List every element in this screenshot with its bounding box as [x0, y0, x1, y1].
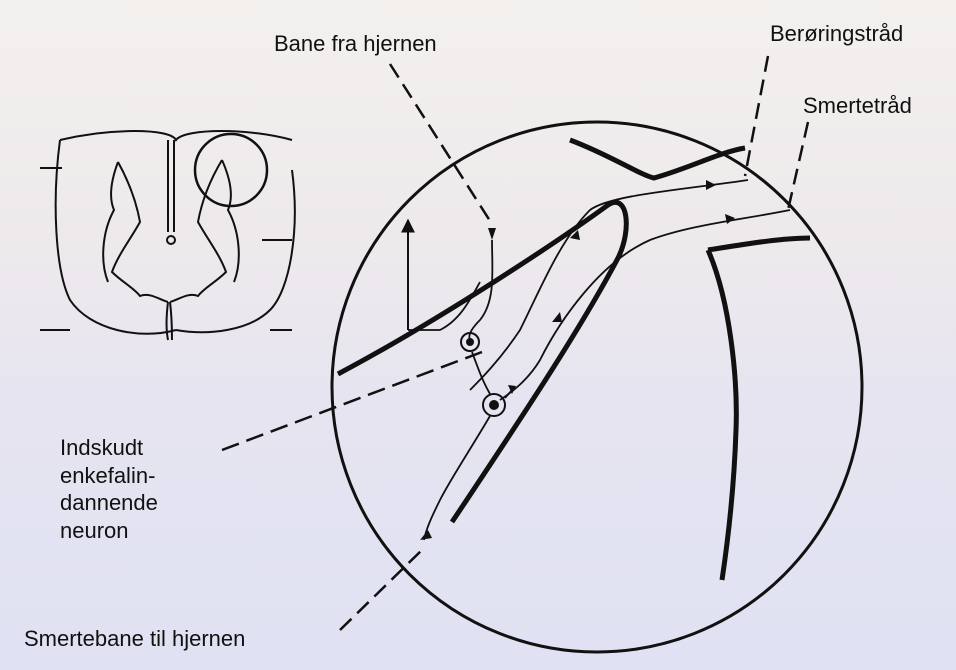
magnified-circle — [332, 122, 862, 652]
leader-bane-fra-hjernen — [390, 64, 492, 224]
grey-matter-boundary-right — [708, 238, 810, 580]
cord-outline — [60, 131, 292, 140]
label-smertetraad: Smertetråd — [803, 92, 912, 120]
label-indskudt-line-2: enkefalin- — [60, 462, 230, 490]
leader-beroringstraad — [745, 56, 768, 176]
grey-matter — [103, 162, 168, 302]
leader-smertebane — [340, 548, 424, 630]
grey-matter-boundary-top — [570, 140, 745, 178]
label-smertebane-til-hjernen: Smertebane til hjernen — [24, 625, 245, 653]
enkephalin-interneuron-lower — [483, 394, 505, 416]
label-indskudt-neuron: Indskudt enkefalin- dannende neuron — [60, 434, 230, 544]
spinal-cord-cross-section — [40, 131, 295, 340]
leader-smertetraad — [788, 122, 808, 210]
pain-fiber — [500, 210, 790, 400]
label-indskudt-line-3: dannende — [60, 489, 230, 517]
label-beroringstraad: Berøringstråd — [770, 20, 903, 48]
label-indskudt-line-1: Indskudt — [60, 434, 230, 462]
label-bane-fra-hjernen: Bane fra hjernen — [274, 30, 437, 58]
grey-matter-boundary-outer — [338, 202, 626, 522]
leader-lines — [222, 56, 808, 630]
magnified-view — [332, 122, 862, 652]
label-indskudt-line-4: neuron — [60, 517, 230, 545]
touch-fiber — [470, 180, 748, 390]
